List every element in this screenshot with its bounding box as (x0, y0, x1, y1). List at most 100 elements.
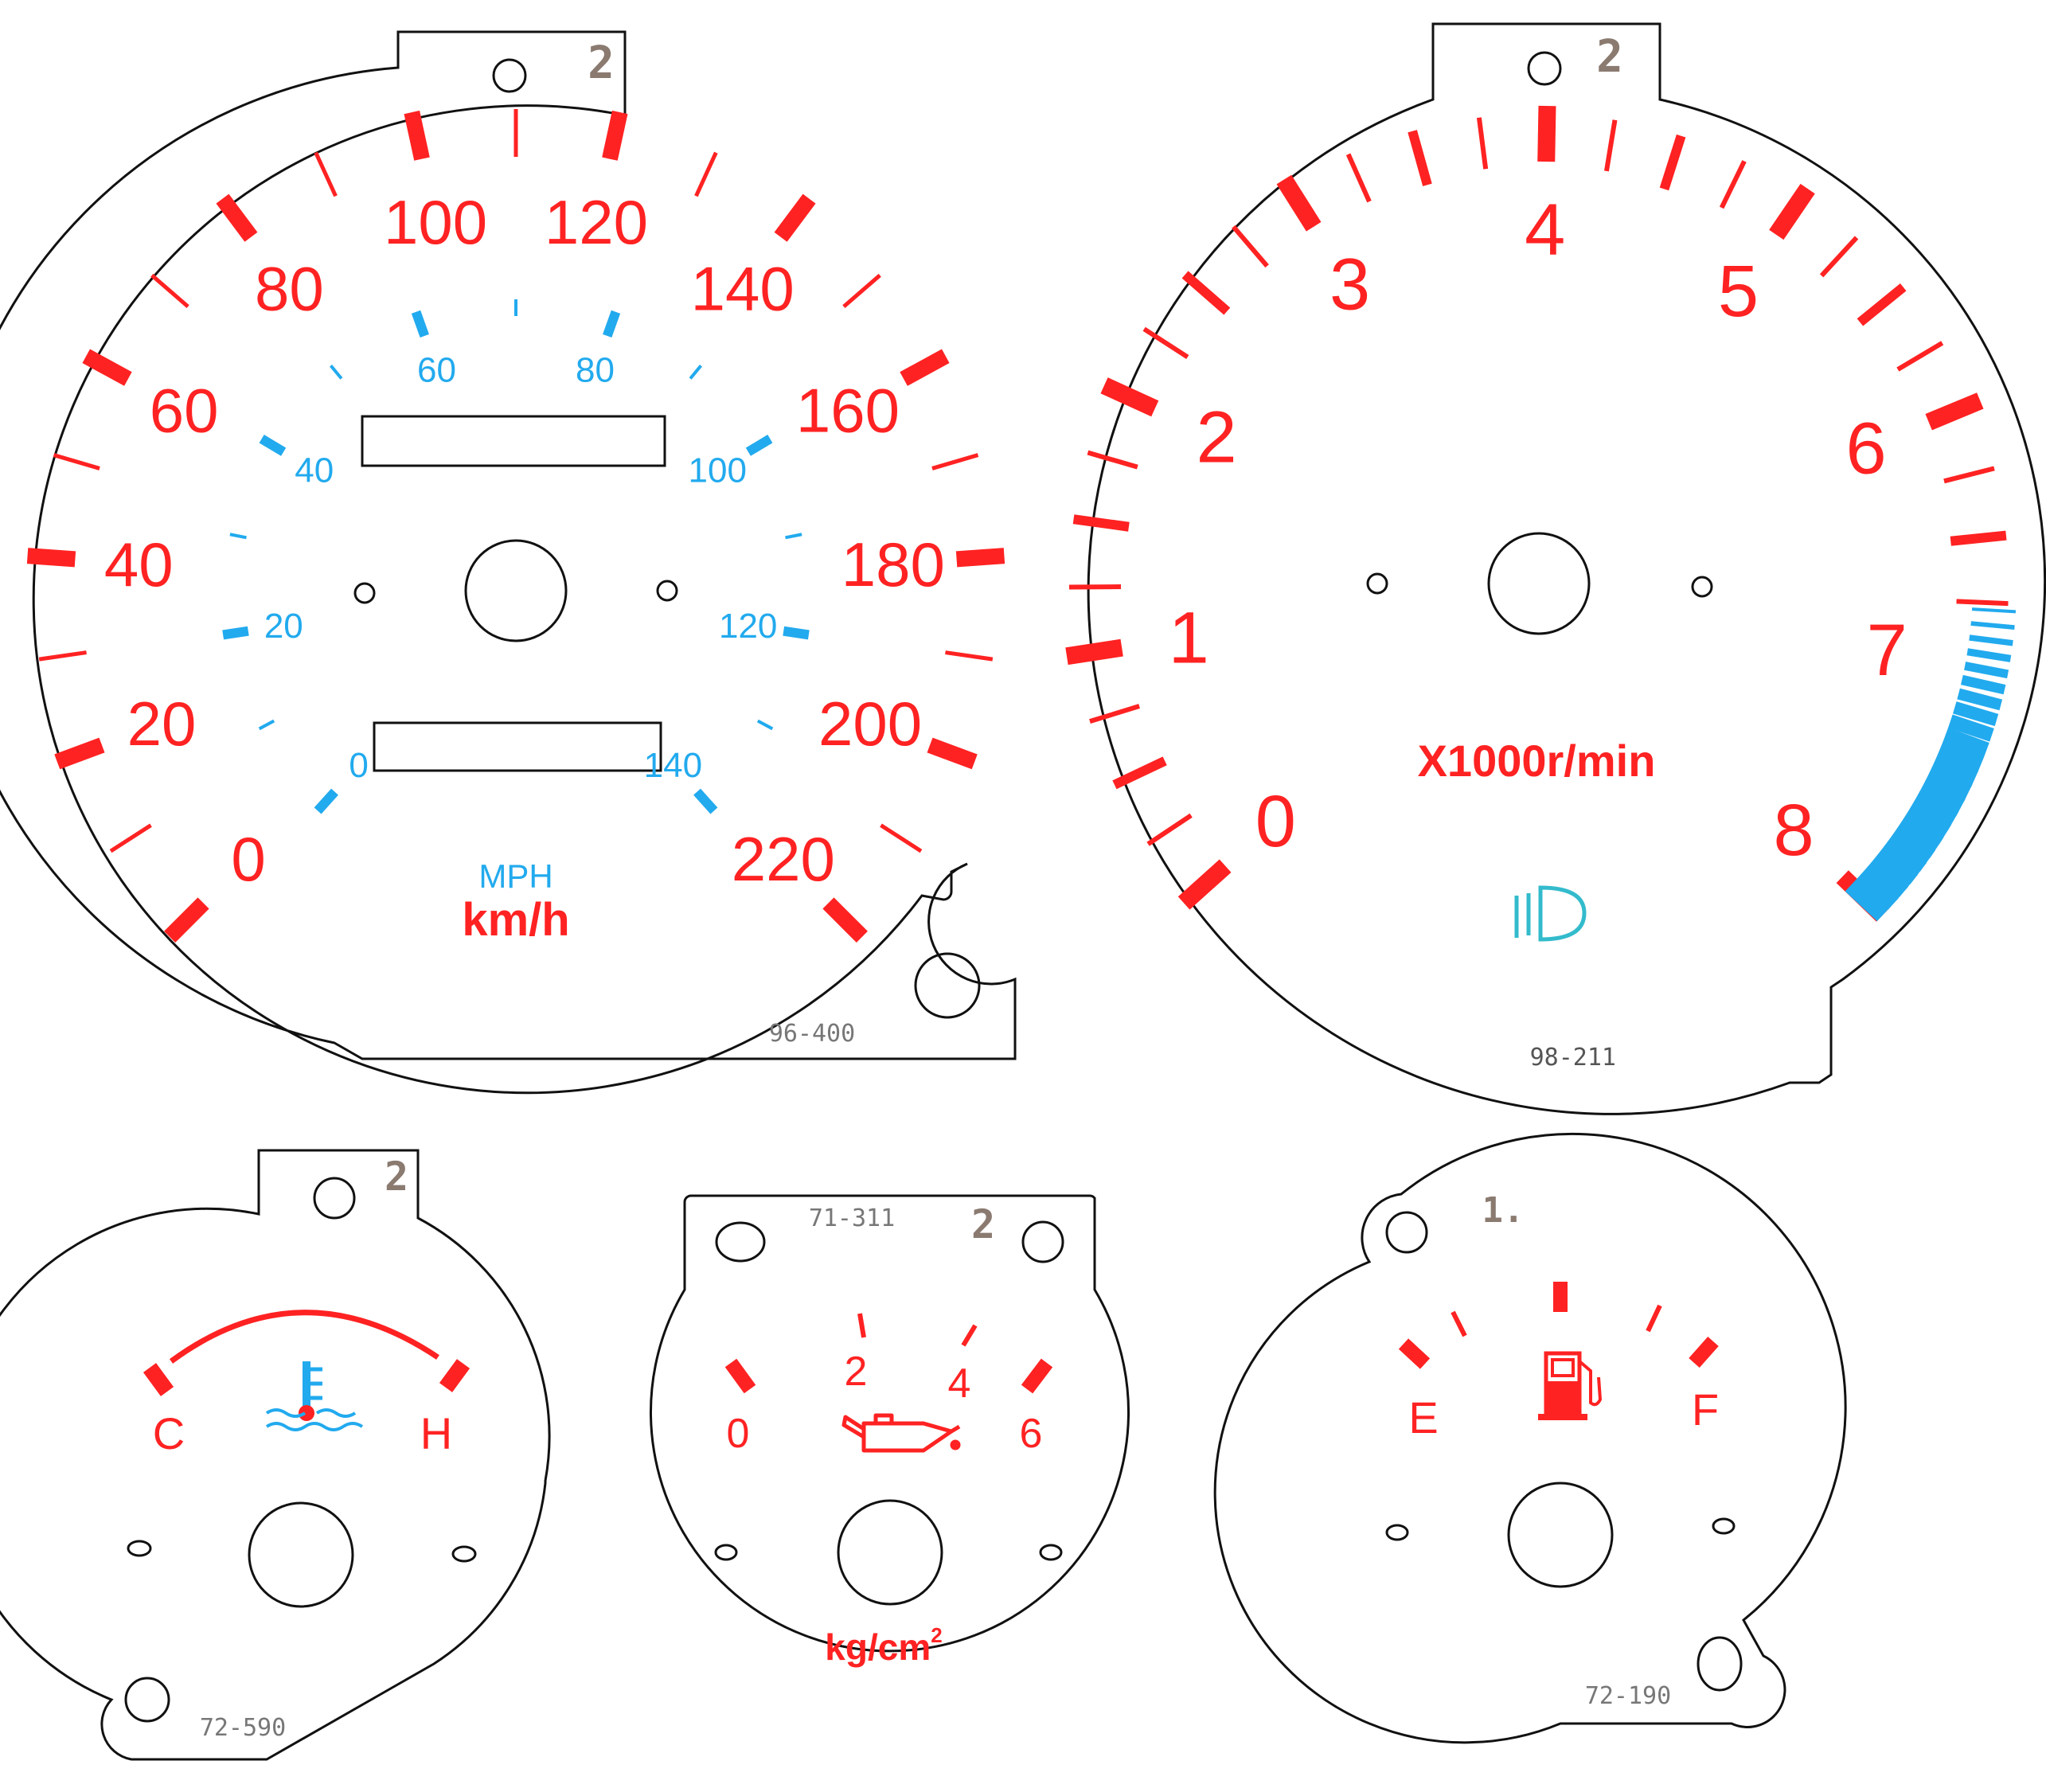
version-mark: 2 (588, 37, 615, 89)
pin-hole (128, 1541, 150, 1556)
kmh-major-tick (170, 903, 203, 936)
mount-hole (716, 1223, 764, 1261)
kmh-label: 160 (796, 375, 900, 445)
rpm-minor-tick (1821, 237, 1857, 275)
version-mark: 2 (385, 1154, 408, 1200)
kmh-minor-tick (880, 826, 920, 851)
caution-zone-segment (1972, 609, 2016, 611)
rpm-major-tick (1184, 866, 1225, 904)
mount-hole (494, 60, 525, 92)
rpm-minor-tick (1944, 468, 1994, 481)
rpm-minor-tick (1087, 453, 1137, 467)
mph-unit-label: MPH (478, 857, 552, 895)
needle-hub-hole (466, 541, 566, 641)
pin-hole (1387, 1525, 1408, 1540)
pin-hole (1041, 1545, 1061, 1560)
kmh-major-tick (610, 112, 620, 159)
full-label: F (1692, 1384, 1719, 1435)
part-code: 71-311 (809, 1204, 895, 1232)
kmh-label: 100 (384, 187, 487, 257)
rpm-label: 6 (1846, 408, 1887, 490)
rpm-minor-tick (1479, 118, 1486, 169)
kmh-minor-tick (111, 826, 150, 851)
rpm-label: 0 (1255, 781, 1296, 862)
coolant-temperature-icon (267, 1361, 362, 1430)
mount-hole (126, 1678, 169, 1721)
fuel-gauge-face: E F 1. 72-190 (1215, 1134, 1845, 1742)
rpm-label: 8 (1774, 790, 1814, 871)
temperature-arc (171, 1313, 438, 1361)
oil-label-0: 0 (727, 1411, 750, 1457)
rpm-label: 1 (1169, 598, 1209, 679)
mph-minor-tick (690, 365, 701, 378)
mph-label: 120 (719, 607, 777, 646)
oil-label-4: 4 (948, 1361, 971, 1407)
mph-minor-tick (331, 365, 342, 378)
temperature-gauge-outline (0, 1150, 549, 1759)
pin-hole (355, 584, 374, 603)
rpm-minor-tick (1722, 161, 1744, 207)
rpm-minor-tick (1664, 136, 1681, 189)
rpm-major-tick (1067, 648, 1122, 657)
rpm-label: 3 (1330, 244, 1370, 326)
rpm-minor-tick (1950, 536, 2006, 541)
oil-tick-2 (860, 1314, 864, 1337)
pin-hole (658, 581, 677, 600)
rpm-major-tick (1776, 189, 1807, 235)
kmh-label: 60 (150, 375, 219, 445)
caution-zone-segment (1970, 638, 2013, 643)
rpm-label: 7 (1867, 610, 1907, 691)
rpm-minor-tick (1233, 227, 1267, 266)
kmh-minor-tick (316, 153, 336, 197)
pin-hole (1713, 1519, 1734, 1533)
mph-minor-tick (260, 720, 274, 728)
mph-major-tick (262, 439, 283, 451)
mph-tick-marks (223, 299, 809, 810)
caution-zone-segment (1967, 652, 2010, 659)
mph-label: 100 (689, 451, 747, 490)
tachometer-outline (1088, 24, 2045, 1114)
kmh-major-tick (828, 903, 861, 936)
kmh-major-tick (781, 199, 810, 237)
kmh-label: 140 (691, 254, 795, 324)
kmh-major-tick (28, 556, 76, 559)
mount-hole (1023, 1222, 1063, 1262)
mph-major-tick (318, 792, 334, 811)
kmh-label: 120 (545, 187, 648, 257)
mph-minor-tick (785, 534, 802, 537)
kmh-label: 220 (732, 824, 835, 894)
rpm-minor-tick (1185, 275, 1228, 311)
mph-label: 0 (349, 746, 368, 785)
rpm-label: 4 (1525, 189, 1565, 271)
empty-label: E (1408, 1392, 1438, 1443)
rpm-minor-tick (1607, 120, 1615, 171)
mph-major-tick (223, 631, 248, 635)
oil-label-2: 2 (845, 1349, 868, 1395)
needle-hub-hole (1489, 533, 1589, 634)
mph-label: 140 (644, 746, 702, 785)
kmh-major-tick (86, 356, 128, 379)
part-code: 98-211 (1530, 1044, 1616, 1072)
mount-hole (1387, 1212, 1427, 1252)
fuel-tick-full (1694, 1341, 1713, 1363)
hot-tick (446, 1364, 463, 1388)
part-code: 96-400 (769, 1020, 855, 1048)
needle-hub-hole (838, 1501, 942, 1604)
headlight-icon (1517, 888, 1584, 939)
fuel-tick-quarter (1453, 1312, 1465, 1336)
fuel-gauge-outline (1215, 1134, 1845, 1742)
caution-zone-segment (1962, 680, 2005, 689)
kmh-tick-marks (28, 109, 1005, 937)
oil-tick-6 (1027, 1363, 1047, 1389)
part-code: 72-190 (1585, 1682, 1671, 1710)
oil-tick-4 (963, 1325, 975, 1345)
rpm-minor-tick (1074, 519, 1129, 527)
kmh-label: 180 (841, 529, 945, 599)
mount-hole (916, 954, 979, 1017)
caution-zone-segment (1965, 666, 2008, 673)
part-code: 72-590 (200, 1714, 286, 1742)
mph-label: 60 (417, 350, 456, 389)
mph-label: 20 (264, 607, 303, 646)
